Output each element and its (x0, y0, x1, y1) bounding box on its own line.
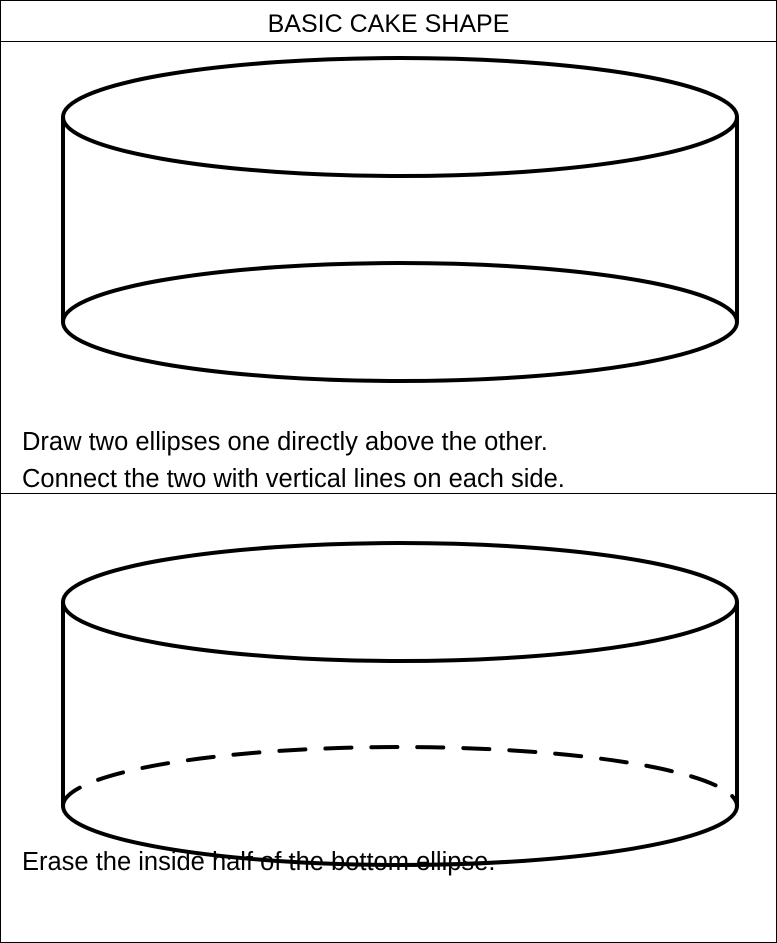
bottom-ellipse-erased-back-half (63, 747, 737, 806)
cake-erased-drawing (1, 494, 776, 874)
step-2-caption: Erase the inside half of the bottom elli… (22, 844, 495, 881)
step-1-caption-line-2: Connect the two with vertical lines on e… (22, 461, 565, 498)
bottom-ellipse (63, 263, 737, 381)
top-ellipse (63, 543, 737, 661)
step-1-panel: Draw two ellipses one directly above the… (1, 42, 776, 494)
step-2-panel: Erase the inside half of the bottom elli… (1, 494, 776, 942)
title-cell: BASIC CAKE SHAPE (1, 1, 776, 42)
cake-cylinder-drawing (1, 42, 776, 422)
top-ellipse (63, 58, 737, 176)
page-title: BASIC CAKE SHAPE (1, 10, 776, 38)
step-1-caption: Draw two ellipses one directly above the… (22, 424, 565, 498)
step-1-caption-line-1: Draw two ellipses one directly above the… (22, 424, 565, 461)
step-2-caption-line-1: Erase the inside half of the bottom elli… (22, 844, 495, 881)
